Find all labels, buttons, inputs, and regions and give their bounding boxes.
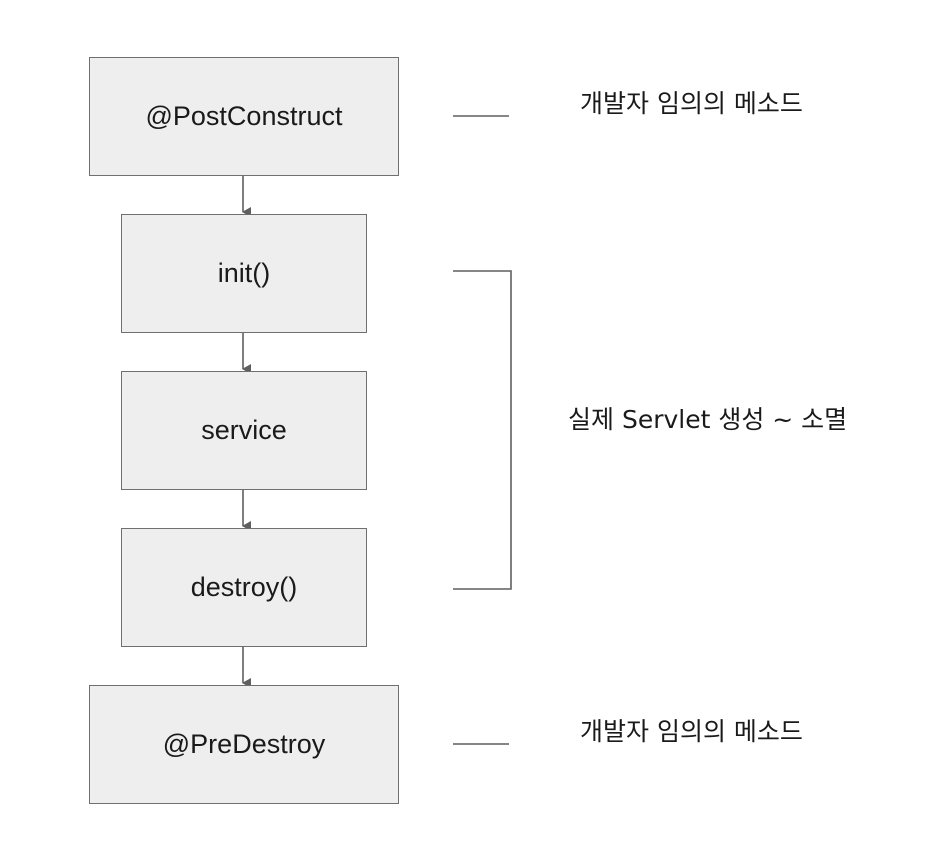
destroy-label: destroy() xyxy=(190,572,298,602)
lifecycle-bracket xyxy=(453,270,512,590)
predestroy-box: @PreDestroy xyxy=(89,685,399,804)
note-developer-method-top: 개발자 임의의 메소드 xyxy=(580,89,803,118)
init-box: init() xyxy=(121,214,367,333)
postconstruct-box: @PostConstruct xyxy=(89,57,399,176)
destroy-box: destroy() xyxy=(121,528,367,647)
note-developer-method-bottom: 개발자 임의의 메소드 xyxy=(580,717,803,746)
service-label: service xyxy=(201,415,287,445)
service-box: service xyxy=(121,371,367,490)
postconstruct-label: @PostConstruct xyxy=(145,101,343,131)
init-label: init() xyxy=(217,258,271,288)
note-servlet-lifecycle: 실제 Servlet 생성 ~ 소멸 xyxy=(568,405,848,434)
predestroy-label: @PreDestroy xyxy=(162,729,326,759)
